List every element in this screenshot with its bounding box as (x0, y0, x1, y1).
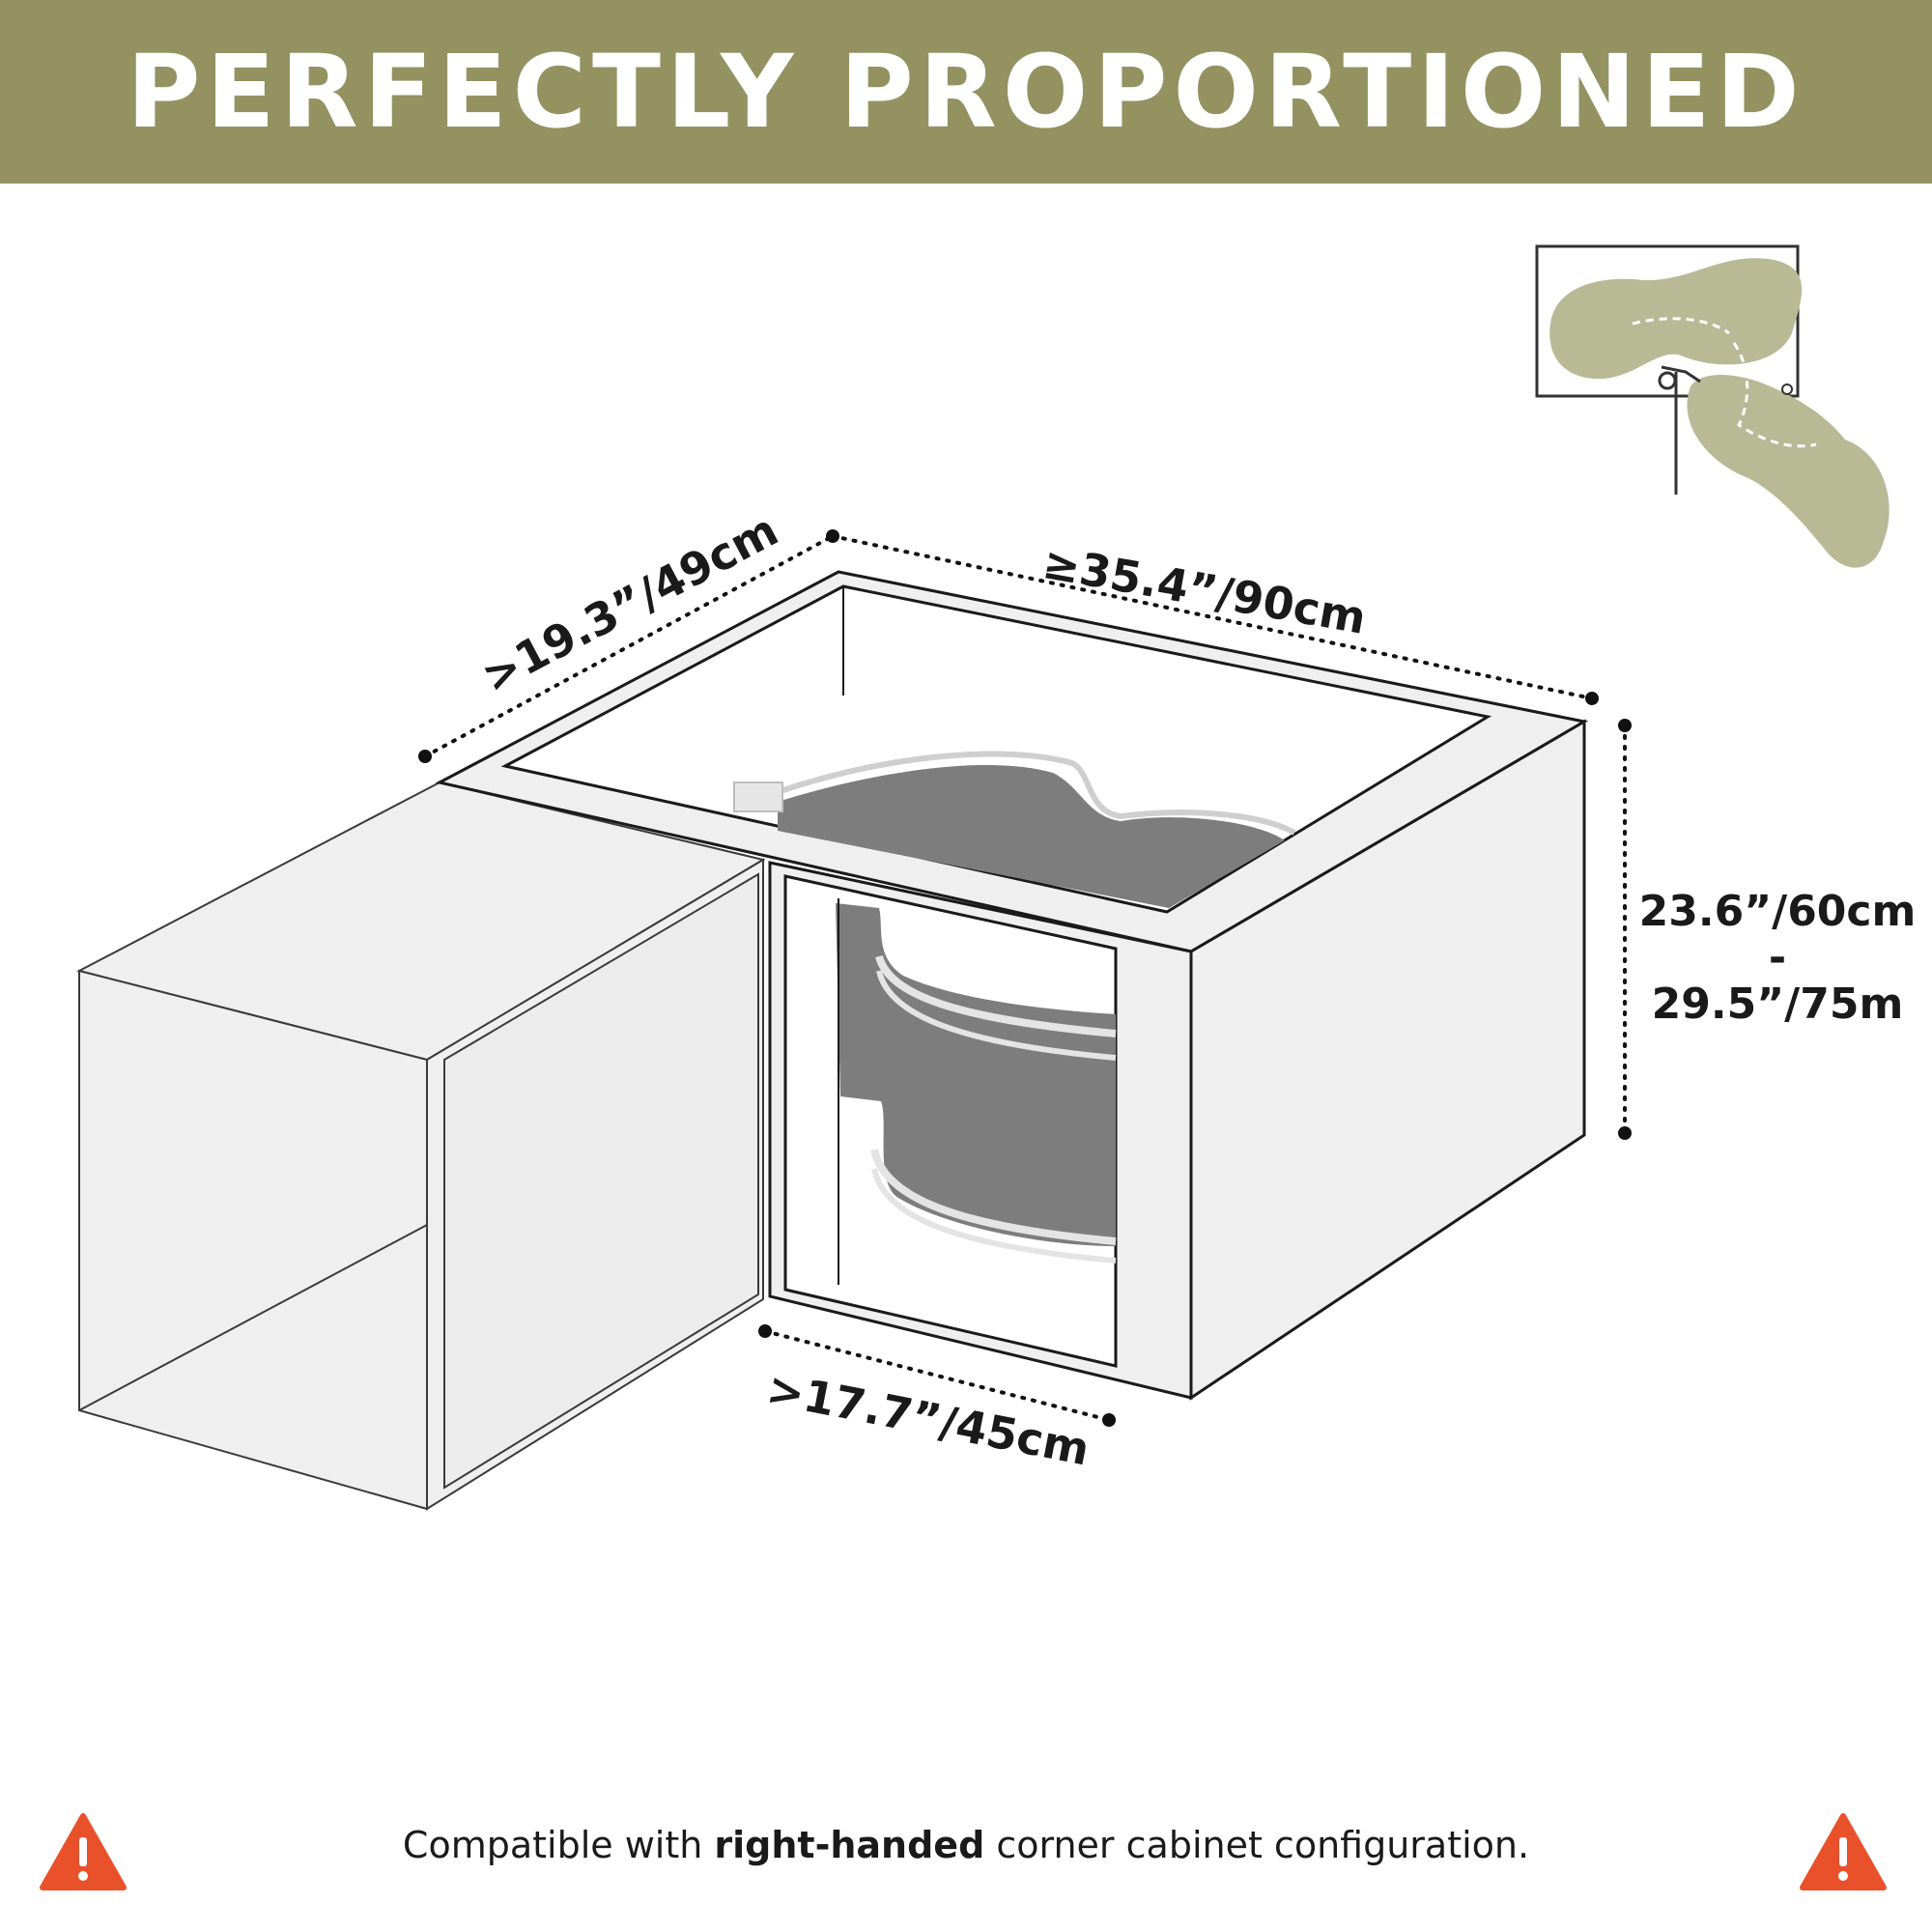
height-min-label: 23.6”/60cm (1638, 887, 1917, 936)
carousel-lower-shelves (836, 898, 1117, 1285)
header-banner: PERFECTLY PROPORTIONED (0, 0, 1932, 184)
adjacent-cabinet (76, 781, 766, 1511)
top-width-line (831, 534, 1594, 700)
note-text-start: Compatible with (402, 1824, 715, 1866)
warning-icon (1800, 1813, 1887, 1890)
compatibility-note: Compatible with right-handed corner cabi… (0, 1824, 1932, 1866)
note-text-end: corner cabinet configuration. (984, 1824, 1530, 1866)
dimension-lines (423, 534, 1627, 1422)
height-max-label: 29.5”/75m (1651, 980, 1904, 1029)
carousel-top-shelf (733, 751, 1296, 908)
corner-rotation-diagram-icon (1535, 244, 1889, 568)
height-label: 23.6”/60cm - 29.5”/75m (1633, 889, 1922, 1028)
page-title: PERFECTLY PROPORTIONED (127, 33, 1805, 151)
warning-icon (40, 1813, 127, 1890)
left-depth-line (423, 534, 835, 758)
door-opening-line (763, 1329, 1111, 1422)
height-separator: - (1768, 933, 1787, 982)
dimension-endpoints (418, 529, 1632, 1427)
note-text-emphasis: right-handed (714, 1824, 985, 1866)
